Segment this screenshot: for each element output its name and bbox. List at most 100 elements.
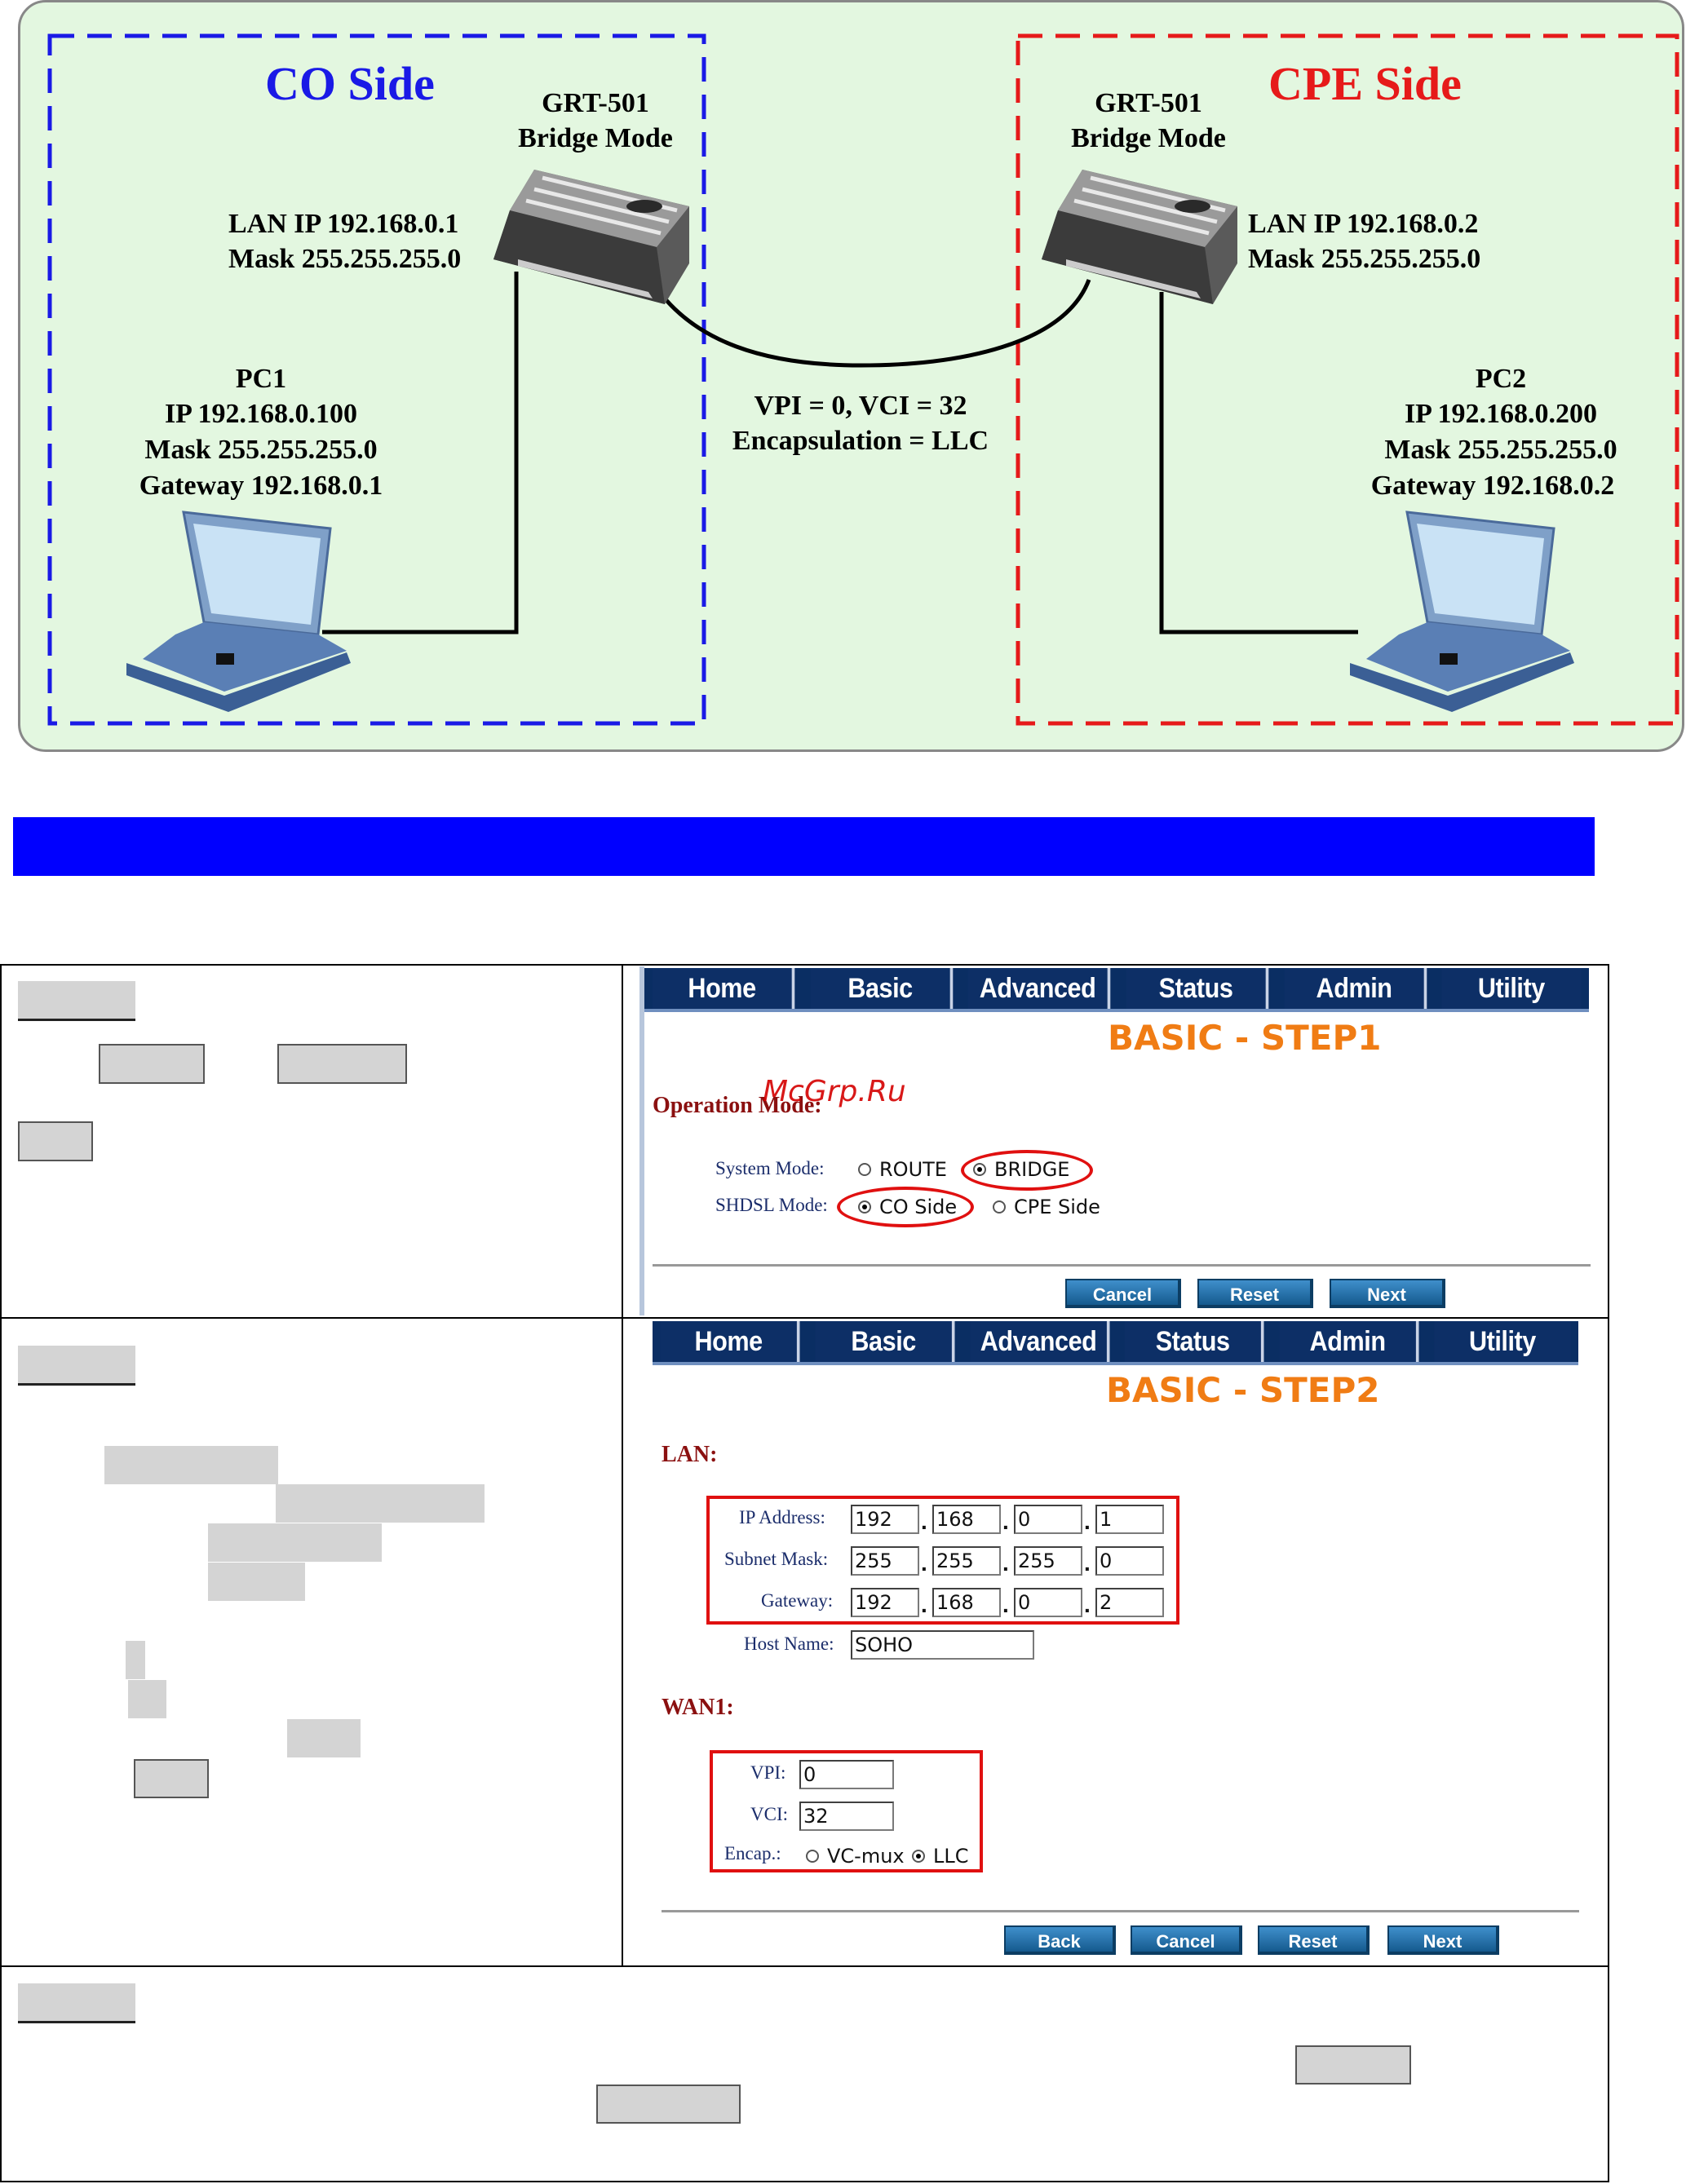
step2-reset-button[interactable]: Reset bbox=[1258, 1925, 1370, 1955]
table-border-bottom bbox=[0, 2181, 1609, 2182]
step2-title: BASIC - STEP2 bbox=[1106, 1370, 1380, 1410]
mask-sep-1: . bbox=[921, 1550, 927, 1576]
ip-octet-1[interactable]: 192 bbox=[851, 1505, 919, 1534]
step2-ref-block-5 bbox=[126, 1641, 145, 1679]
nav-tab-admin[interactable]: Admin bbox=[1279, 1321, 1419, 1362]
gateway-octet-1[interactable]: 192 bbox=[851, 1588, 919, 1617]
step3-heading-block bbox=[18, 1983, 135, 2023]
step2-cancel-button[interactable]: Cancel bbox=[1131, 1925, 1242, 1955]
nav-tab-advanced[interactable]: Advanced bbox=[968, 968, 1111, 1009]
step1-heading-block bbox=[18, 981, 135, 1021]
co-lan-mask: Mask 255.255.255.0 bbox=[228, 244, 462, 274]
cpe-side-radio-label: CPE Side bbox=[1014, 1196, 1100, 1218]
cpe-side-title: CPE Side bbox=[1268, 57, 1462, 110]
step2-back-button[interactable]: Back bbox=[1004, 1925, 1116, 1955]
step1-ref-block-2 bbox=[277, 1044, 407, 1084]
pc1-ip: IP 192.168.0.100 bbox=[164, 399, 358, 429]
nav-tab-utility[interactable]: Utility bbox=[1434, 1321, 1571, 1362]
gateway-octet-2[interactable]: 168 bbox=[932, 1588, 1001, 1617]
nav-tab-basic[interactable]: Basic bbox=[810, 968, 953, 1009]
nav-tab-basic[interactable]: Basic bbox=[815, 1321, 955, 1362]
step1-cancel-button[interactable]: Cancel bbox=[1065, 1279, 1181, 1308]
co-lan-ip: LAN IP 192.168.0.1 bbox=[228, 209, 459, 239]
mask-octet-4[interactable]: 0 bbox=[1095, 1546, 1164, 1576]
mask-octet-3[interactable]: 255 bbox=[1014, 1546, 1082, 1576]
ip-octet-3[interactable]: 0 bbox=[1014, 1505, 1082, 1534]
table-row-divider-2 bbox=[0, 1965, 1609, 1967]
nav-tab-status[interactable]: Status bbox=[1124, 1321, 1264, 1362]
route-radio[interactable]: ROUTE bbox=[858, 1158, 947, 1181]
ip-octet-4[interactable]: 1 bbox=[1095, 1505, 1164, 1534]
llc-radio-label: LLC bbox=[933, 1845, 969, 1868]
cpe-router-name: GRT-501 bbox=[1095, 88, 1202, 118]
step2-ref-block-7 bbox=[287, 1719, 361, 1757]
cpe-side-radio-dot[interactable] bbox=[993, 1200, 1006, 1214]
subnet-mask-label: Subnet Mask: bbox=[724, 1549, 829, 1569]
cpe-side-radio[interactable]: CPE Side bbox=[993, 1196, 1100, 1218]
nav-tab-home[interactable]: Home bbox=[660, 1321, 800, 1362]
ip-sep-2: . bbox=[1002, 1509, 1009, 1534]
vpi-label: VPI: bbox=[750, 1762, 786, 1783]
mask-octet-1[interactable]: 255 bbox=[851, 1546, 919, 1576]
bridge-highlight bbox=[961, 1150, 1093, 1191]
step2-ref-block-1 bbox=[104, 1446, 278, 1484]
ip-sep-3: . bbox=[1084, 1509, 1091, 1534]
vc-mux-radio[interactable]: VC-mux bbox=[806, 1845, 905, 1868]
co-router-mode: Bridge Mode bbox=[518, 123, 673, 153]
mask-sep-2: . bbox=[1002, 1550, 1009, 1576]
lan-highlight-box bbox=[706, 1496, 1179, 1625]
step2-heading-block bbox=[18, 1346, 135, 1386]
route-radio-label: ROUTE bbox=[879, 1158, 947, 1181]
step2-ref-block-4 bbox=[208, 1563, 305, 1601]
vc-mux-radio-label: VC-mux bbox=[827, 1845, 905, 1868]
ip-octet-2[interactable]: 168 bbox=[932, 1505, 1001, 1534]
co-lan-cable bbox=[322, 272, 519, 634]
co-side-boundary bbox=[47, 33, 706, 726]
cpe-router-icon bbox=[1042, 170, 1237, 304]
llc-radio-dot[interactable] bbox=[912, 1850, 925, 1863]
table-border-left bbox=[0, 964, 2, 2182]
nav-tab-admin[interactable]: Admin bbox=[1284, 968, 1427, 1009]
host-name-input[interactable]: SOHO bbox=[851, 1630, 1034, 1660]
co-router-icon bbox=[493, 170, 689, 304]
nav-tab-utility[interactable]: Utility bbox=[1441, 968, 1582, 1009]
co-side-highlight bbox=[837, 1187, 974, 1227]
diagram-graphics bbox=[47, 33, 1679, 726]
vci-input[interactable]: 32 bbox=[799, 1802, 894, 1831]
gateway-octet-4[interactable]: 2 bbox=[1095, 1588, 1164, 1617]
co-router-name: GRT-501 bbox=[542, 88, 649, 118]
co-side-title: CO Side bbox=[265, 57, 435, 110]
step1-reset-button[interactable]: Reset bbox=[1197, 1279, 1313, 1308]
pc1-gateway: Gateway 192.168.0.1 bbox=[139, 471, 383, 501]
cpe-lan-mask: Mask 255.255.255.0 bbox=[1248, 244, 1481, 274]
pc1-name: PC1 bbox=[235, 364, 287, 394]
step1-nav-bar: Home Basic Advanced Status Admin Utility bbox=[644, 968, 1589, 1012]
cpe-lan-ip: LAN IP 192.168.0.2 bbox=[1248, 209, 1479, 239]
watermark: McGrp.Ru bbox=[763, 1075, 906, 1108]
vpi-input[interactable]: 0 bbox=[799, 1760, 894, 1789]
nav-tab-home[interactable]: Home bbox=[652, 968, 794, 1009]
mask-octet-2[interactable]: 255 bbox=[932, 1546, 1001, 1576]
step2-next-button[interactable]: Next bbox=[1387, 1925, 1499, 1955]
step2-ref-block-6 bbox=[128, 1680, 166, 1718]
step2-ref-block-8 bbox=[134, 1759, 209, 1798]
route-radio-dot[interactable] bbox=[858, 1163, 871, 1176]
llc-radio[interactable]: LLC bbox=[912, 1845, 969, 1868]
step2-ref-block-2 bbox=[276, 1484, 485, 1523]
vc-mux-radio-dot[interactable] bbox=[806, 1850, 819, 1863]
step3-ref-block-2 bbox=[596, 2085, 741, 2124]
nav-tab-status[interactable]: Status bbox=[1126, 968, 1269, 1009]
table-border-right bbox=[1608, 964, 1609, 2182]
step2-nav-bar: Home Basic Advanced Status Admin Utility bbox=[653, 1321, 1578, 1365]
step1-divider bbox=[653, 1264, 1591, 1267]
ip-sep-1: . bbox=[921, 1509, 927, 1534]
step1-next-button[interactable]: Next bbox=[1330, 1279, 1445, 1308]
step1-title: BASIC - STEP1 bbox=[1108, 1018, 1382, 1058]
nav-tab-advanced[interactable]: Advanced bbox=[970, 1321, 1109, 1362]
gateway-octet-3[interactable]: 0 bbox=[1014, 1588, 1082, 1617]
table-column-divider bbox=[622, 964, 623, 1967]
operation-mode-label: Operation Mode: bbox=[653, 1093, 822, 1118]
system-mode-label: System Mode: bbox=[715, 1158, 825, 1178]
wan-highlight-box bbox=[710, 1750, 983, 1872]
step2-divider bbox=[662, 1910, 1579, 1912]
